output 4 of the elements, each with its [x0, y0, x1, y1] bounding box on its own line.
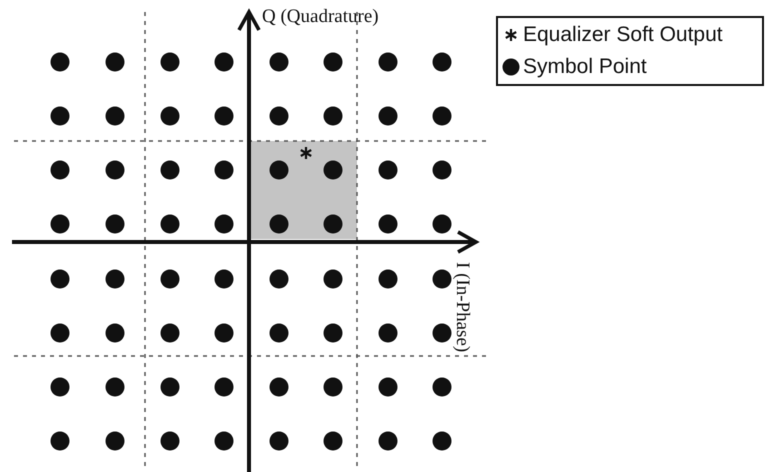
axis-label: I (In-Phase) [451, 262, 473, 352]
legend-label: Symbol Point [523, 55, 647, 79]
axis-label: Q (Quadrature) [262, 6, 379, 28]
legend-label: Equalizer Soft Output [523, 23, 723, 47]
